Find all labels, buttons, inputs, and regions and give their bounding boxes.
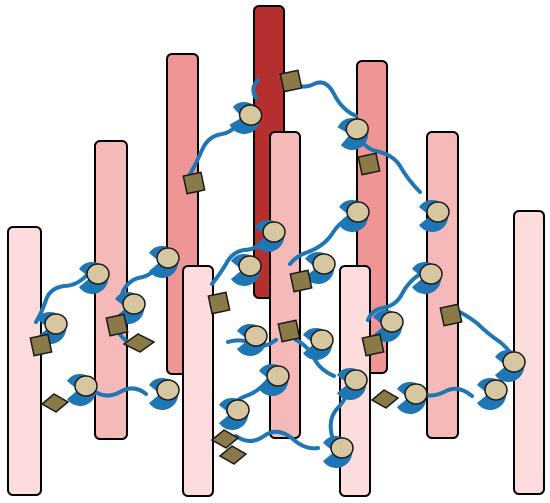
- linker-top-1: [290, 80, 358, 118]
- olive-square-icon: [357, 152, 381, 176]
- linker-bottom-2: [234, 429, 320, 451]
- bars-layer: [7, 5, 545, 497]
- linker-right-1: [366, 272, 422, 322]
- linker-top-3: [358, 136, 422, 194]
- olive-square-icon: [105, 313, 129, 337]
- bar-pale-left: [182, 265, 214, 497]
- olive-square-icon: [439, 303, 463, 327]
- olive-square-icon: [289, 269, 313, 293]
- olive-diamond-icon: [40, 393, 70, 413]
- olive-diamond-icon: [218, 445, 248, 465]
- diamonds-layer: [40, 333, 400, 465]
- olive-diamond-icon: [122, 333, 156, 353]
- olive-diamond-icon: [210, 429, 240, 449]
- olive-square-icon: [29, 333, 53, 357]
- olive-diamond-icon: [370, 389, 400, 409]
- olive-square-icon: [207, 291, 231, 315]
- olive-square-icon: [277, 319, 301, 343]
- pacman-bead-icon: [66, 373, 98, 407]
- linker-left-3: [90, 386, 148, 398]
- pacman-bead-icon: [476, 377, 508, 411]
- olive-square-icon: [182, 171, 206, 195]
- linker-left-1: [34, 274, 88, 324]
- linker-top-4: [251, 78, 260, 100]
- pacman-bead-icon: [396, 381, 428, 415]
- bar-pale-far-left: [7, 226, 42, 496]
- pacman-bead-icon: [302, 327, 334, 361]
- olive-square-icon: [361, 333, 385, 357]
- linker-mid-1: [288, 214, 352, 266]
- pacman-bead-icon: [218, 397, 250, 431]
- olive-square-icon: [279, 69, 303, 93]
- pacman-bead-icon: [148, 377, 180, 411]
- squares-layer: [29, 69, 463, 357]
